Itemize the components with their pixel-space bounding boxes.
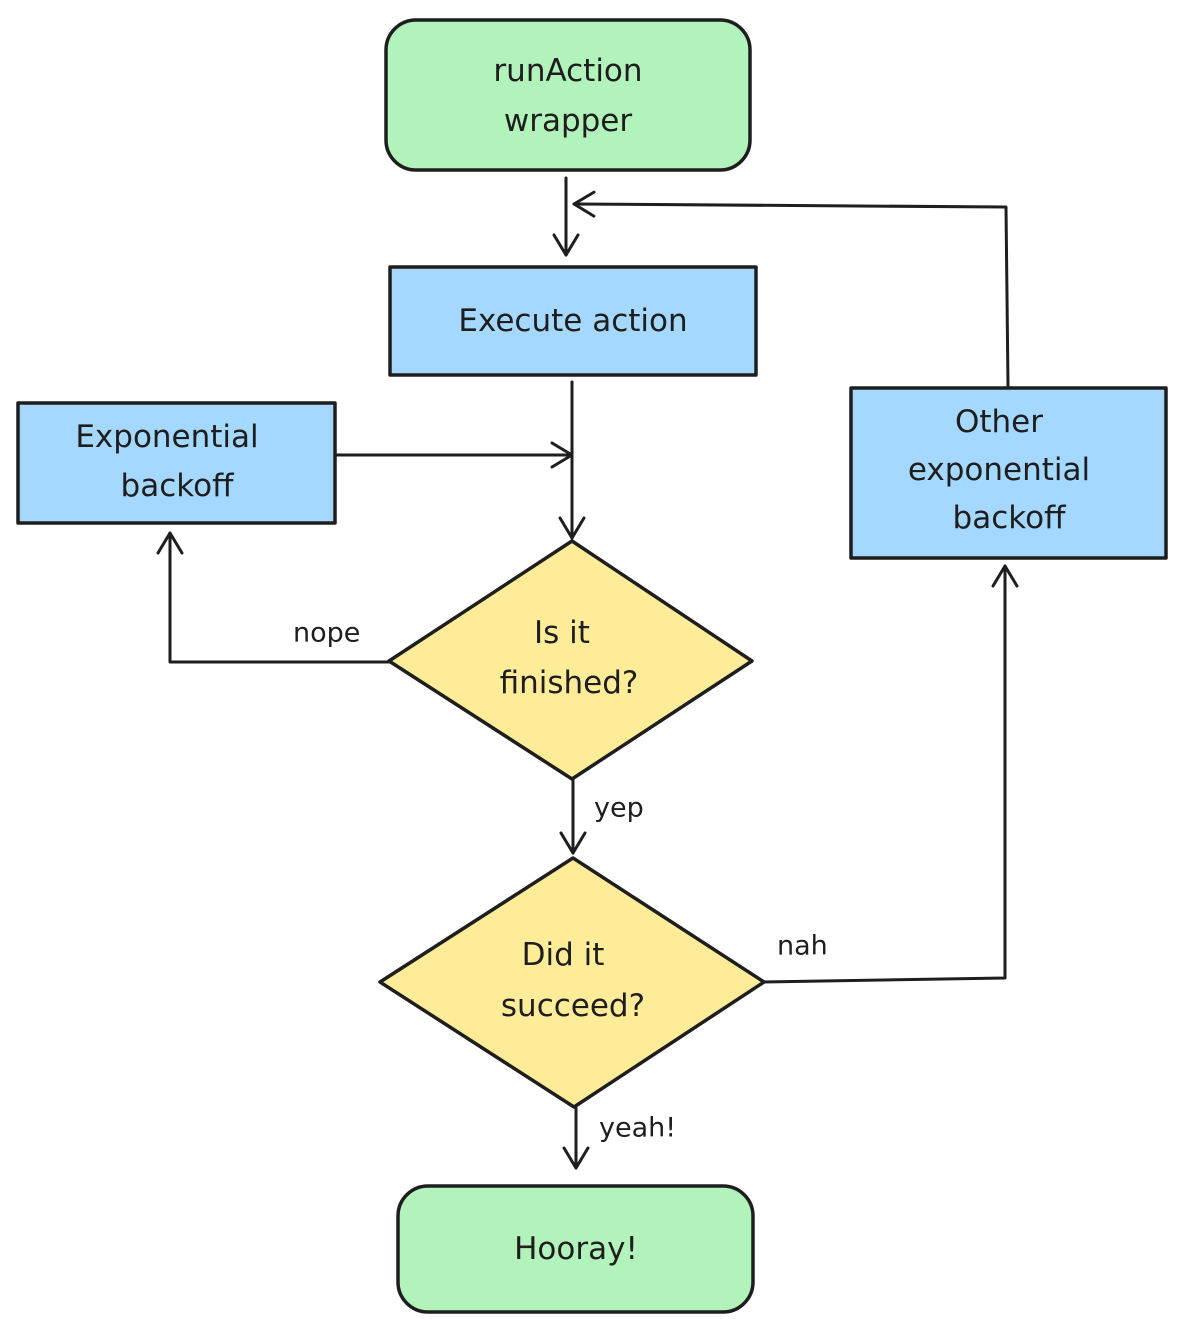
- other-backoff-label-line1: Other: [955, 404, 1043, 440]
- edge-label-yep: yep: [594, 793, 644, 824]
- node-start: runAction wrapper: [384, 18, 752, 172]
- start-label-line1: runAction: [493, 53, 642, 89]
- is-it-finished-label-line1: Is it: [534, 615, 590, 651]
- other-backoff-label-line2: exponential: [908, 452, 1090, 488]
- end-label: Hooray!: [514, 1231, 638, 1267]
- exponential-backoff-shape: [16, 401, 337, 525]
- node-hooray: Hooray!: [396, 1184, 755, 1314]
- edge-label-nah: nah: [777, 931, 828, 962]
- edge-label-yeah: yeah!: [599, 1113, 676, 1144]
- exponential-backoff-label-line1: Exponential: [75, 419, 258, 455]
- edge-label-nope: nope: [293, 618, 360, 649]
- exponential-backoff-label-line2: backoff: [121, 468, 235, 504]
- node-exponential-backoff: Exponential backoff: [16, 401, 337, 525]
- is-it-finished-label-line2: finished?: [500, 665, 639, 701]
- is-it-finished-diamond: [387, 539, 754, 781]
- node-other-exponential-backoff: Other exponential backoff: [849, 386, 1168, 560]
- edge-succeeded-nah-to-other-backoff: [761, 564, 1019, 984]
- end-terminal-shape: [396, 1184, 755, 1314]
- edge-finished-nope-to-backoff: [156, 531, 392, 664]
- start-terminal-shape: [384, 18, 752, 172]
- node-execute-action: Execute action: [388, 265, 758, 377]
- execute-action-shape: [388, 265, 758, 377]
- other-exponential-backoff-shape: [849, 386, 1168, 560]
- node-did-it-succeed: Did it succeed?: [378, 856, 766, 1109]
- node-is-it-finished: Is it finished?: [387, 539, 754, 781]
- did-it-succeed-diamond: [378, 856, 766, 1109]
- other-backoff-label-line3: backoff: [953, 500, 1067, 536]
- edge-other-backoff-to-execute: [572, 190, 1010, 388]
- edges: [156, 176, 1019, 1170]
- execute-action-label: Execute action: [458, 303, 687, 339]
- start-label-line2: wrapper: [504, 103, 633, 139]
- did-it-succeed-label-line2: succeed?: [501, 988, 645, 1024]
- did-it-succeed-label-line1: Did it: [522, 937, 605, 973]
